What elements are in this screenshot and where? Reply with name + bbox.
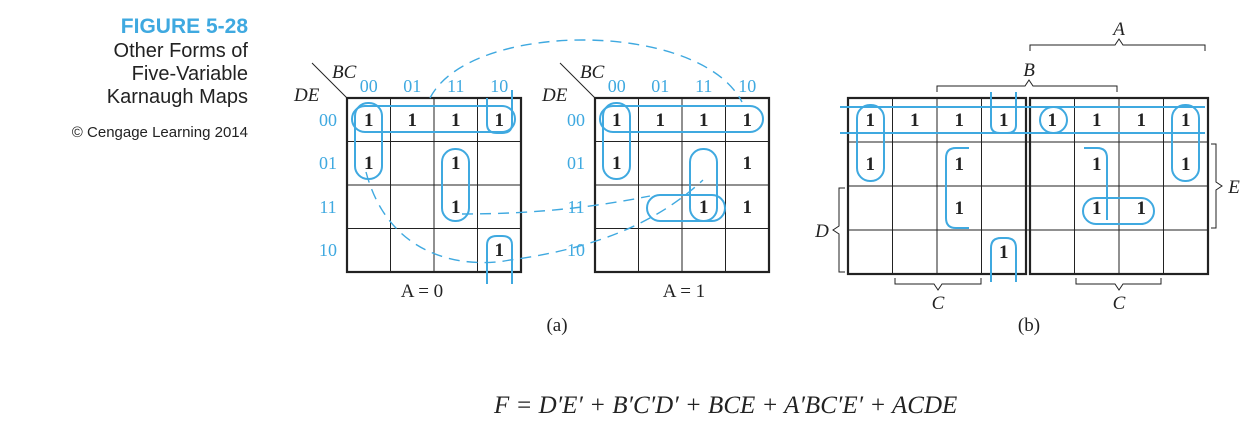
map-a1-cell: 1 [743, 153, 753, 174]
map-b-cell: 1 [955, 154, 965, 175]
map-b-cell: 1 [1092, 154, 1102, 175]
figure-title-line-1: Other Forms of [113, 40, 248, 62]
loop-b-c5 [1084, 147, 1108, 220]
loop-b-r2 [1082, 197, 1155, 225]
map-a1-col-label: 10 [738, 76, 756, 96]
figure-caption: FIGURE 5-28 Other Forms of Five-Variable… [20, 14, 248, 142]
map-a0-row-label: 10 [319, 240, 337, 260]
loop-b-r0c4 [1039, 106, 1068, 134]
map-b-cell: 1 [955, 198, 965, 219]
map-a0-row-label: 00 [319, 110, 337, 130]
map-a0-col-label: 00 [360, 76, 378, 96]
loop-b-col0 [856, 104, 885, 182]
map-a0-row-label: 01 [319, 153, 337, 173]
brace-C-right [1075, 278, 1162, 291]
map-b-cell: 1 [1181, 154, 1191, 175]
loop-col11 [441, 148, 470, 222]
map-a1-cell: 1 [612, 110, 622, 131]
map-a0-label: A = 0 [401, 281, 443, 302]
loop-row-span [840, 106, 1205, 134]
map-b-cell: 1 [866, 154, 876, 175]
label-B: B [1023, 60, 1035, 81]
boolean-formula: F = D′E′ + B′C′D′ + BCE + A′BC′E′ + ACDE [494, 392, 958, 419]
loop-col00 [602, 102, 631, 180]
map-a1-cell: 1 [612, 153, 622, 174]
loop-edge [486, 235, 513, 284]
map-a0-cell: 1 [408, 110, 418, 131]
subcaption-a: (a) [546, 315, 567, 336]
map-a0-cell: 1 [451, 197, 461, 218]
label-A: A [1111, 19, 1125, 40]
figure-title-line-3: Karnaugh Maps [106, 86, 248, 108]
map-b-cell: 1 [1048, 110, 1058, 131]
map-a1-col-label: 11 [695, 76, 712, 96]
dashed-link-middle [461, 195, 651, 215]
label-E: E [1227, 177, 1240, 198]
map-a1-row-label: 00 [567, 110, 585, 130]
brace-E [1211, 143, 1223, 229]
label-D: D [814, 221, 829, 242]
map-a1-row-label: 10 [567, 240, 585, 260]
loop-row00 [599, 105, 764, 133]
map-a0-row-var: DE [293, 85, 320, 106]
map-a1-col-label: 00 [608, 76, 626, 96]
label-C-left: C [932, 293, 945, 314]
copyright-notice: © Cengage Learning 2014 [71, 124, 248, 141]
map-b-cell: 1 [1137, 198, 1147, 219]
map-a1-cell: 1 [743, 197, 753, 218]
brace-A [1029, 38, 1206, 51]
map-b-cell: 1 [999, 110, 1009, 131]
subcaption-b: (b) [1018, 315, 1040, 336]
figure-title-line-2: Five-Variable [131, 63, 248, 85]
loop-b-c2 [945, 147, 969, 229]
loop-row00 [351, 105, 516, 133]
loop-row11 [646, 194, 726, 222]
map-a1-col-var: BC [580, 62, 605, 83]
dashed-link-bottom [365, 171, 704, 264]
map-b-cell: 1 [866, 110, 876, 131]
map-b: 1 1 1 1 1 1 1 1 1 1 1 1 1 1 1 1 [814, 19, 1240, 314]
map-a1-cell: 1 [743, 110, 753, 131]
map-b-cell: 1 [999, 242, 1009, 263]
brace-D [832, 187, 845, 273]
brace-C-left [894, 278, 982, 291]
map-a1-cell: 1 [656, 110, 666, 131]
map-a0-cell: 1 [451, 153, 461, 174]
loop-b-corner [990, 92, 1017, 134]
map-a0-col-var: BC [332, 62, 357, 83]
brace-B [936, 79, 1118, 92]
map-a1-cell: 1 [699, 197, 709, 218]
map-a0-cell: 1 [364, 153, 374, 174]
map-a0: BC DE 00 01 11 10 00 01 11 10 1 1 1 1 1 … [293, 62, 523, 302]
map-b-cell: 1 [1092, 198, 1102, 219]
loop-b-col7 [1171, 104, 1200, 182]
map-b-cell: 1 [1181, 110, 1191, 131]
loop-b-edge [990, 237, 1017, 282]
map-a0-cell: 1 [364, 110, 374, 131]
map-a1-cell: 1 [699, 110, 709, 131]
map-b-cell: 1 [1092, 110, 1102, 131]
map-a1-col-label: 01 [651, 76, 669, 96]
dashed-link-top [429, 39, 743, 103]
figure-number: FIGURE 5-28 [120, 15, 248, 38]
map-a0-cell: 1 [495, 240, 505, 261]
map-a0-col-label: 10 [490, 76, 508, 96]
map-a0-cell: 1 [451, 110, 461, 131]
map-b-cell: 1 [955, 110, 965, 131]
map-a1-row-label: 01 [567, 153, 585, 173]
map-a1-label: A = 1 [663, 281, 705, 302]
map-a0-row-label: 11 [319, 197, 336, 217]
map-a1-row-var: DE [541, 85, 568, 106]
map-a1: BC DE 00 01 11 10 00 01 11 10 1 1 1 1 1 … [541, 62, 771, 302]
map-a0-col-label: 11 [447, 76, 464, 96]
loop-corner [486, 90, 513, 134]
label-C-right: C [1113, 293, 1126, 314]
map-b-cell: 1 [1137, 110, 1147, 131]
map-b-cell: 1 [910, 110, 920, 131]
map-a0-col-label: 01 [403, 76, 421, 96]
map-a0-cell: 1 [495, 110, 505, 131]
